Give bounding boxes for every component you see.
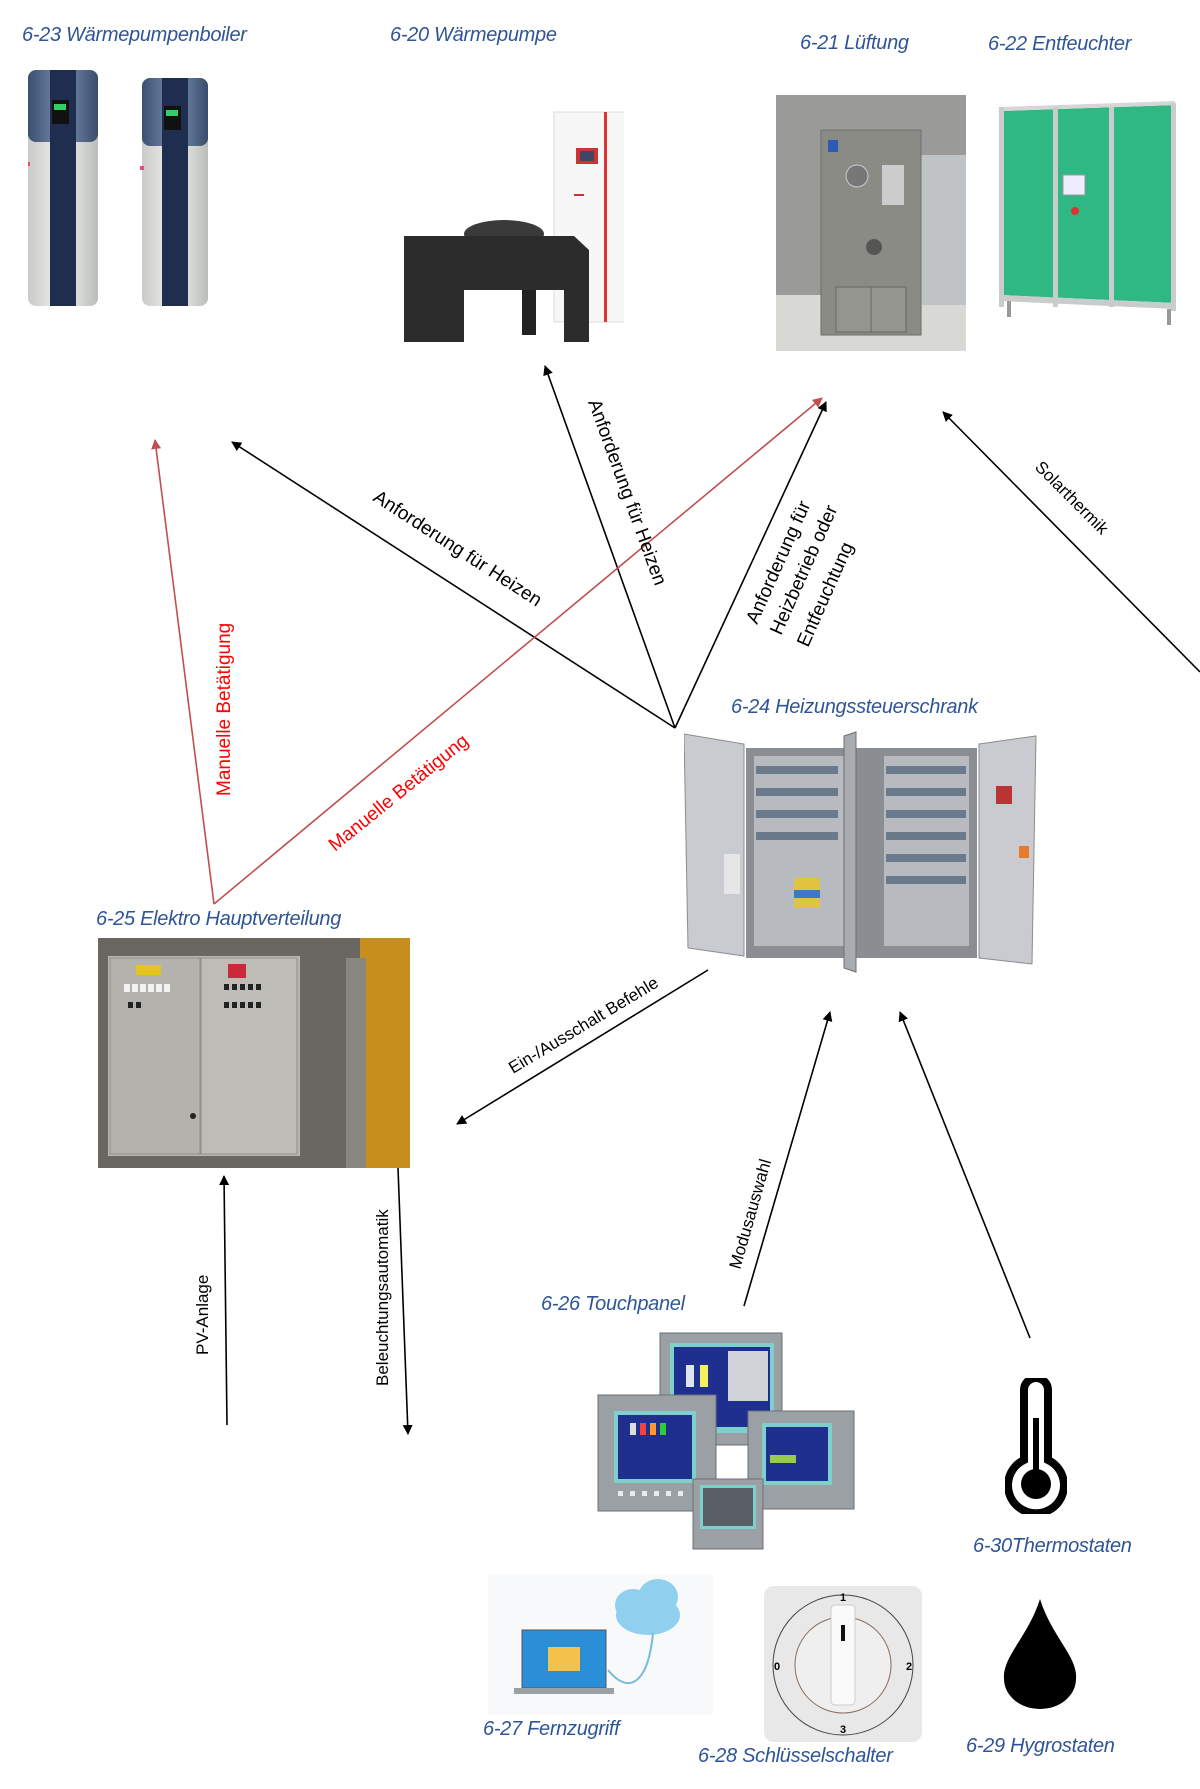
caption-key-switch: 6-28 Schlüsselschalter — [698, 1745, 893, 1767]
caption-heat-pump-boiler: 6-23 Wärmepumpenboiler — [22, 24, 247, 46]
dehumidifier-icon — [999, 101, 1176, 325]
boiler-unit-2 — [140, 78, 208, 306]
caption-ventilation: 6-21 Lüftung — [800, 32, 909, 54]
caption-thermostat: 6-30Thermostaten — [973, 1535, 1132, 1557]
label-heat-request-boiler: Anforderung für Heizen — [369, 487, 545, 612]
switch-position-0: 0 — [774, 1661, 780, 1673]
touchpanel-medium-right — [747, 1410, 855, 1510]
switch-position-1: 1 — [840, 1592, 846, 1604]
switch-position-3: 3 — [840, 1724, 846, 1736]
caption-main-distribution: 6-25 Elektro Hauptverteilung — [96, 908, 342, 930]
thermometer-icon — [1005, 1378, 1067, 1514]
touchpanel-icon — [597, 1332, 855, 1550]
arrow-lighting — [397, 1167, 413, 1435]
arrow-pv — [219, 1175, 230, 1426]
heat-pump-boiler-icon — [28, 70, 208, 306]
arrow-heat-request-pump — [543, 365, 676, 729]
label-lighting: Beleuchtungsautomatik — [373, 1209, 392, 1386]
rotary-key-switch-icon: 1 0 2 3 — [764, 1586, 922, 1742]
arrow-heat-request-boiler — [231, 441, 676, 729]
caption-hygrostat: 6-29 Hygrostaten — [966, 1735, 1115, 1757]
label-solar: Solarthermik — [1031, 457, 1112, 538]
caption-heat-pump: 6-20 Wärmepumpe — [390, 24, 557, 46]
arrow-manual-boiler — [151, 439, 215, 905]
arrow-heat-or-dehum — [674, 401, 827, 729]
control-cabinet-icon — [684, 731, 1037, 973]
arrow-thermostat — [898, 1011, 1031, 1339]
switch-position-2: 2 — [906, 1661, 912, 1673]
boiler-unit-1 — [28, 70, 98, 306]
arrow-manual-ventilation — [213, 397, 823, 905]
label-manual-1: Manuelle Betätigung — [214, 623, 235, 796]
laptop-cloud-icon — [488, 1575, 713, 1715]
touchpanel-medium-left — [597, 1394, 717, 1512]
caption-dehumidifier: 6-22 Entfeuchter — [988, 33, 1132, 55]
cloud-icon — [615, 1579, 680, 1635]
label-mode-select: Modusauswahl — [726, 1157, 776, 1271]
label-pv: PV-Anlage — [193, 1275, 212, 1355]
arrow-solar — [942, 411, 1200, 673]
caption-touchpanel: 6-26 Touchpanel — [541, 1293, 685, 1315]
electrical-distribution-icon — [98, 938, 410, 1168]
laptop-icon — [514, 1629, 614, 1694]
label-on-off: Ein-/Ausschalt Befehle — [505, 973, 661, 1077]
caption-control-cabinet: 6-24 Heizungssteuerschrank — [731, 696, 978, 718]
touchpanel-small — [692, 1478, 764, 1550]
caption-remote-access: 6-27 Fernzugriff — [483, 1718, 620, 1740]
arrow-mode-select — [743, 1011, 833, 1307]
arrow-on-off — [456, 969, 709, 1125]
heat-pump-icon — [404, 111, 624, 342]
water-drop-icon — [1003, 1599, 1077, 1709]
ventilation-unit-icon — [776, 95, 966, 351]
